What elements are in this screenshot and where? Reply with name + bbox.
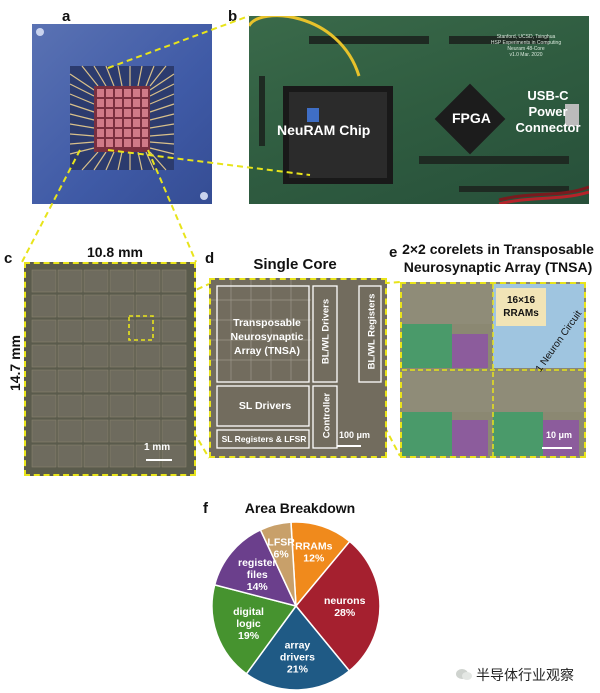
board-text-line: HSP Experiments in Computing	[490, 40, 562, 46]
fpga-label: FPGA	[452, 110, 491, 126]
board-text-line: v1.0 Mar. 2020	[509, 52, 543, 58]
die-grid	[31, 269, 187, 468]
chip-package-photo	[32, 24, 212, 204]
pie-slice-digital-logic	[211, 583, 298, 675]
chip-width-label: 10.8 mm	[86, 244, 144, 260]
pie-slice-rrams	[290, 521, 351, 608]
chip-die-photo: 1 mm	[24, 262, 196, 476]
watermark-text: 半导体行业观察	[476, 667, 574, 683]
rram-label: 16×16 RRAMs	[503, 295, 539, 319]
panel-label-d: d	[205, 250, 215, 267]
corelet-scale-label: 10 μm	[546, 430, 573, 440]
corelets-title: 2×2 corelets in Transposable Neurosynapt…	[402, 241, 594, 275]
board-text-line: Stanford, UCSD, Tsinghua	[496, 34, 556, 40]
pie-slice-array-drivers	[245, 604, 351, 691]
chip-height-label: 14.7 mm	[7, 334, 23, 392]
pie-slice-neurons	[295, 540, 381, 672]
pie-slice-lfsr	[259, 521, 297, 607]
pie-chart-title: Area Breakdown	[244, 500, 356, 516]
controller-label: Controller	[321, 392, 333, 439]
board-silkscreen: Stanford, UCSD, Tsinghua HSP Experiments…	[471, 34, 581, 58]
pie-slice-register-files	[213, 528, 298, 608]
blwl-drivers-label: BL/WL Drivers	[320, 298, 332, 365]
watermark-logo	[455, 666, 473, 682]
die-scale-label: 1 mm	[144, 442, 171, 453]
corelets-drawing	[402, 284, 584, 456]
panel-label-c: c	[4, 250, 13, 267]
board-photo: Stanford, UCSD, Tsinghua HSP Experiments…	[249, 16, 589, 204]
panel-label-e: e	[389, 244, 398, 261]
panel-label-a: a	[62, 8, 71, 25]
tnsa-label: Transposable Neurosynaptic Array (TNSA)	[230, 317, 304, 357]
panel-label-f: f	[203, 500, 208, 517]
usb-power-label: USB-C Power Connector	[515, 88, 581, 135]
sl-registers-label: SL Registers & LFSR	[221, 434, 307, 444]
single-core-title: Single Core	[253, 256, 337, 273]
blwl-registers-label: BL/WL Registers	[366, 293, 378, 370]
corelets-photo: 16×16 RRAMs 1 Neuron Circuit 10 μm	[400, 282, 586, 458]
core-drawing	[211, 280, 382, 449]
sl-drivers-label: SL Drivers	[238, 400, 292, 412]
board-text-line: Neuram 48-Core	[507, 46, 545, 52]
neuram-chip-label: NeuRAM Chip	[277, 122, 371, 138]
single-core-photo: Transposable Neurosynaptic Array (TNSA) …	[209, 278, 387, 458]
panel-label-b: b	[228, 8, 238, 25]
core-scale-label: 100 μm	[339, 430, 371, 440]
board-drawing	[249, 16, 589, 204]
